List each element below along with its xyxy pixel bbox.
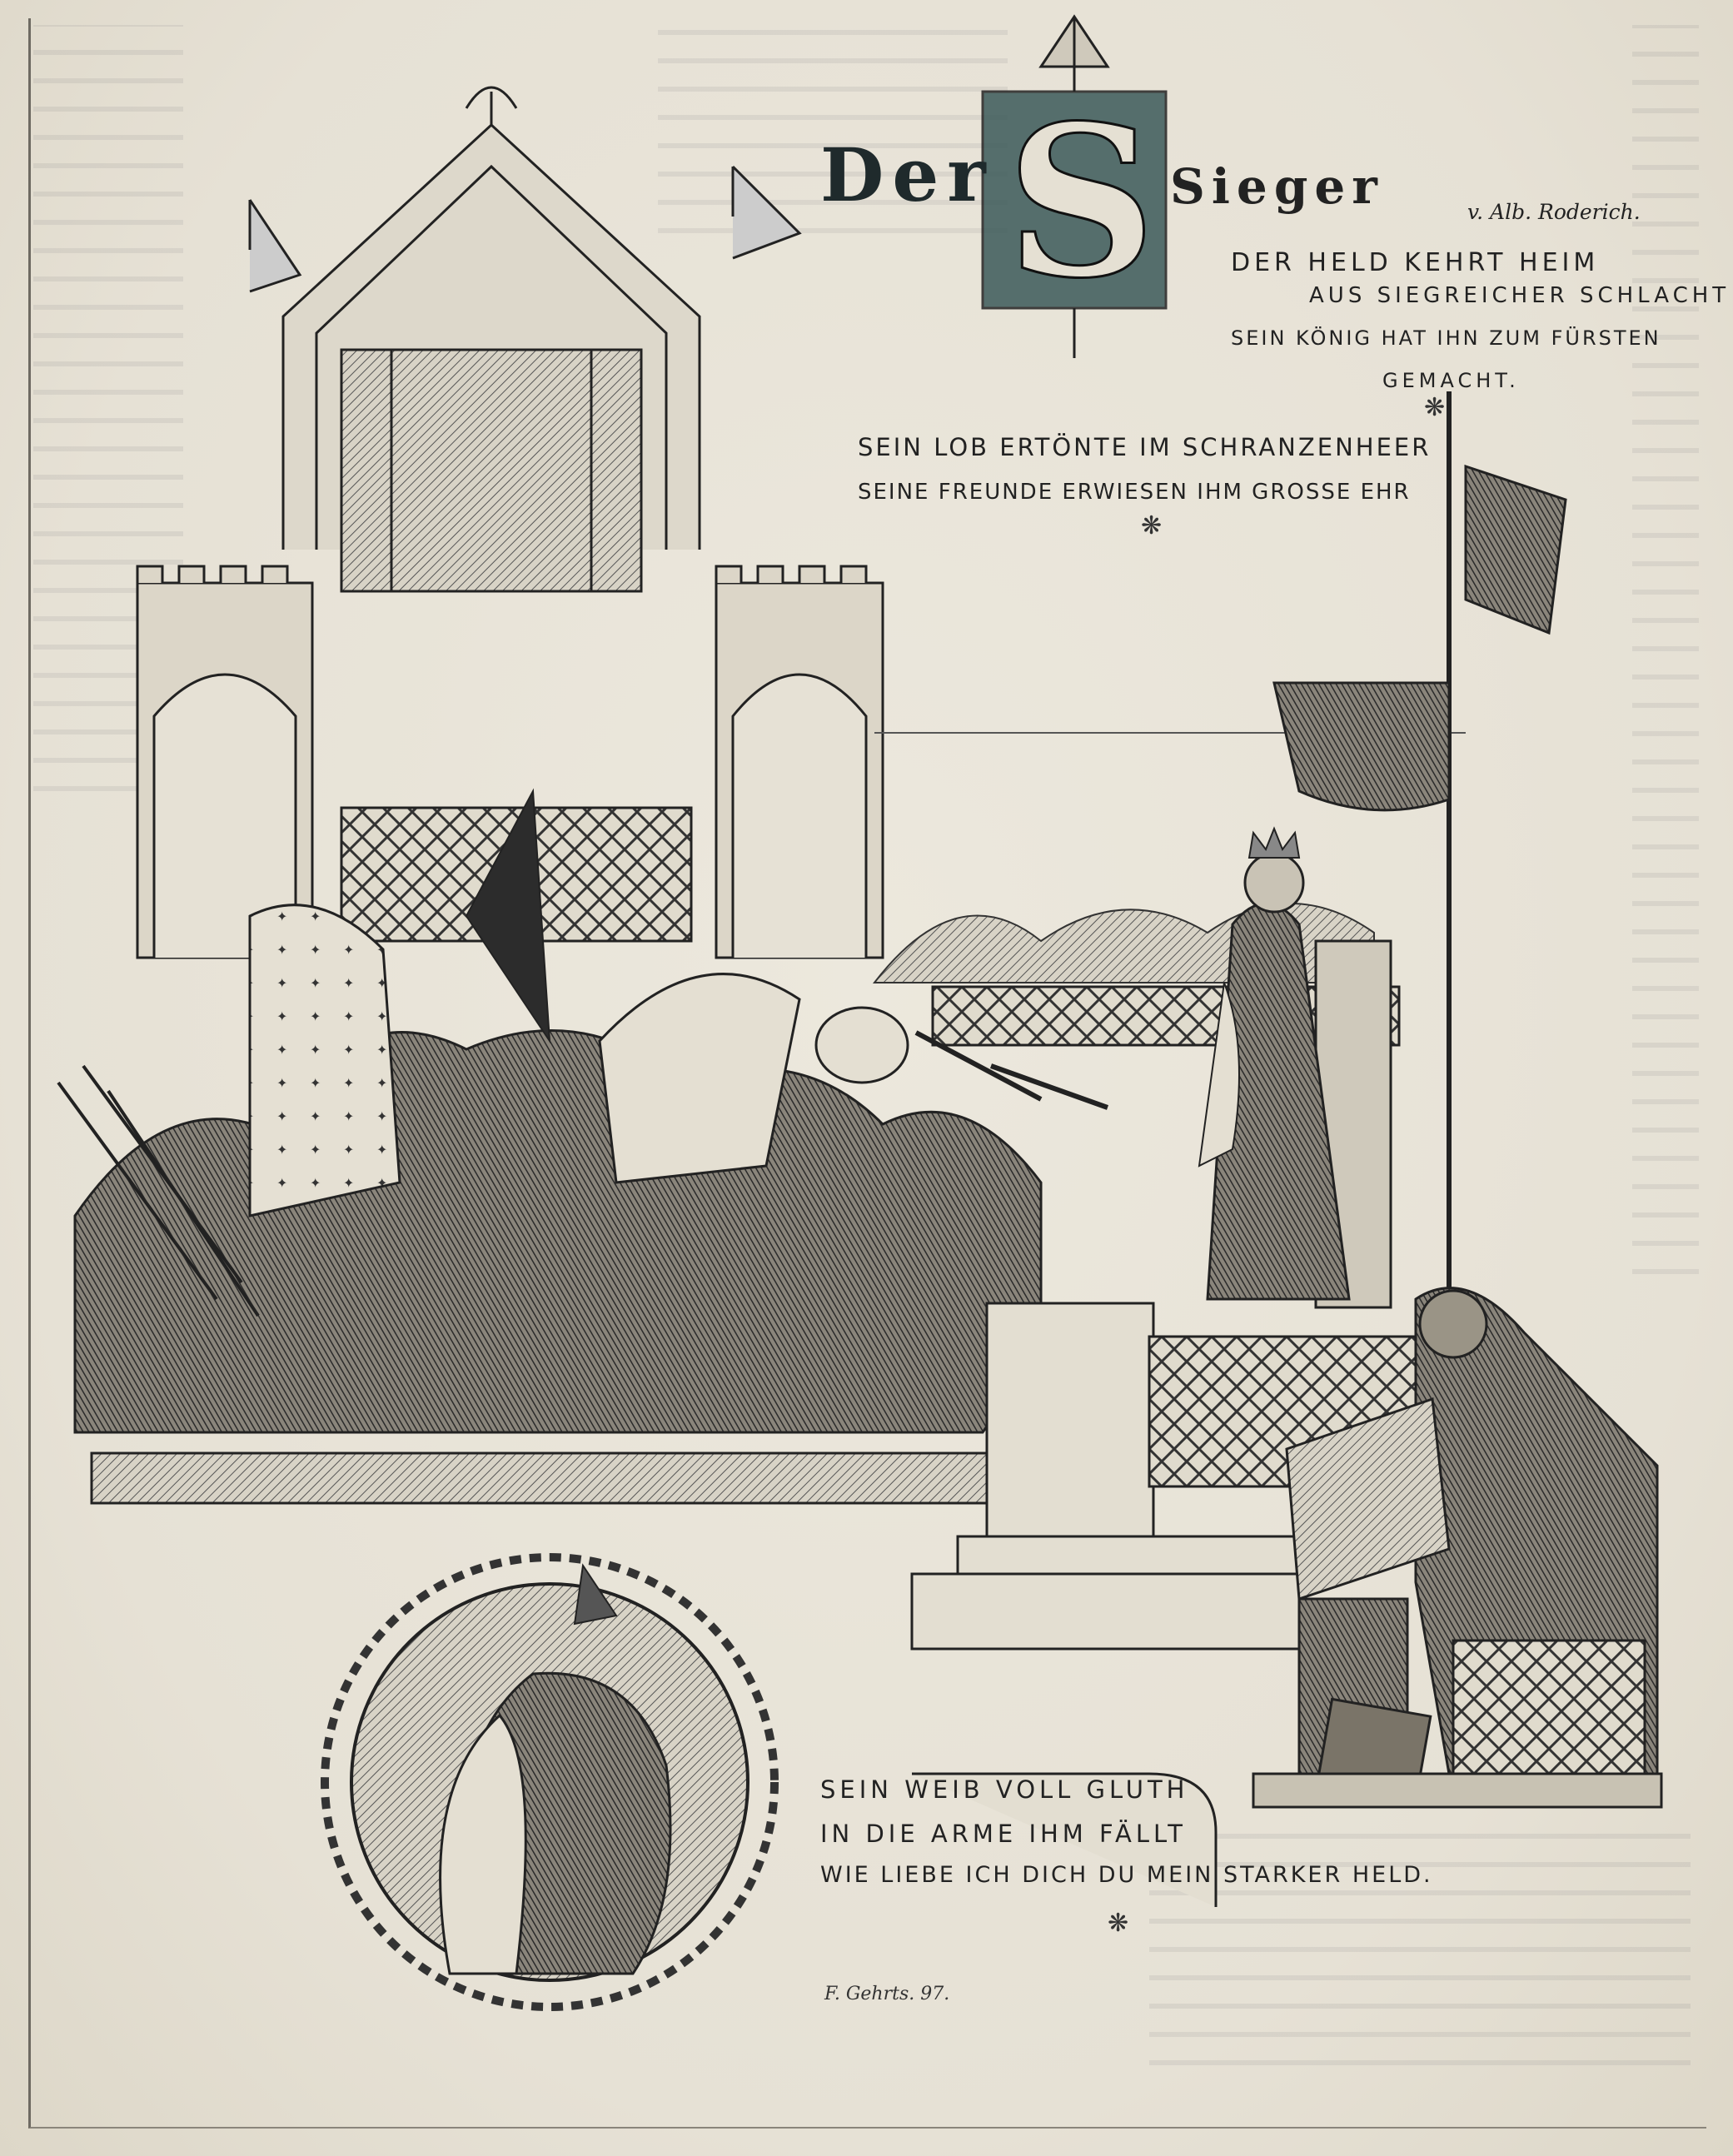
stanza2-line1: Sein Lob ertönte im Schranzenheer xyxy=(858,433,1432,461)
stanza-divider-1: ❋ xyxy=(1424,393,1446,422)
stanza3-line1: Sein Weib voll Gluth xyxy=(820,1775,1189,1804)
poem-title-word1: Der xyxy=(820,132,994,218)
couple-medallion xyxy=(321,1553,779,2011)
stanza-divider-3: ❋ xyxy=(1108,1909,1129,1938)
ornamental-frieze xyxy=(90,1451,1001,1505)
poem-title-word2: Sieger xyxy=(1170,158,1384,215)
stanza-divider-2: ❋ xyxy=(1141,511,1163,540)
scribe-at-desk xyxy=(1252,1287,1663,1809)
poem-author: v. Alb. Roderich. xyxy=(1467,200,1641,224)
svg-text:S: S xyxy=(1006,79,1157,324)
stanza1-line1: Der Held kehrt heim xyxy=(1231,248,1600,277)
artist-signature: F. Gehrts. 97. xyxy=(824,1984,950,2004)
stanza3-line2: in die Arme ihm fällt xyxy=(820,1820,1187,1848)
procession-crowd xyxy=(57,788,1109,1434)
stanza1-line4: gemacht. xyxy=(1382,369,1520,392)
page-edge xyxy=(28,18,1706,2129)
gothic-canopy xyxy=(248,86,802,593)
bleed-through-bottom xyxy=(1149,1815,1691,2065)
bleed-through-top xyxy=(658,17,1008,233)
stanza2-line2: Seine Freunde erwiesen ihm grosse Ehr xyxy=(858,480,1411,505)
right-arch-tower xyxy=(715,565,884,959)
left-arch-tower xyxy=(136,565,314,959)
initial-s-frame xyxy=(981,14,1168,358)
king-on-throne xyxy=(1198,391,1567,1309)
bleed-through-right xyxy=(1632,25,1699,1274)
stanza1-line2: aus siegreicher Schlacht xyxy=(1309,283,1731,308)
stanza1-line3: Sein König hat ihn zum Fürsten xyxy=(1231,326,1661,350)
stanza3-line3: Wie liebe ich dich du mein starker Held. xyxy=(820,1862,1433,1888)
